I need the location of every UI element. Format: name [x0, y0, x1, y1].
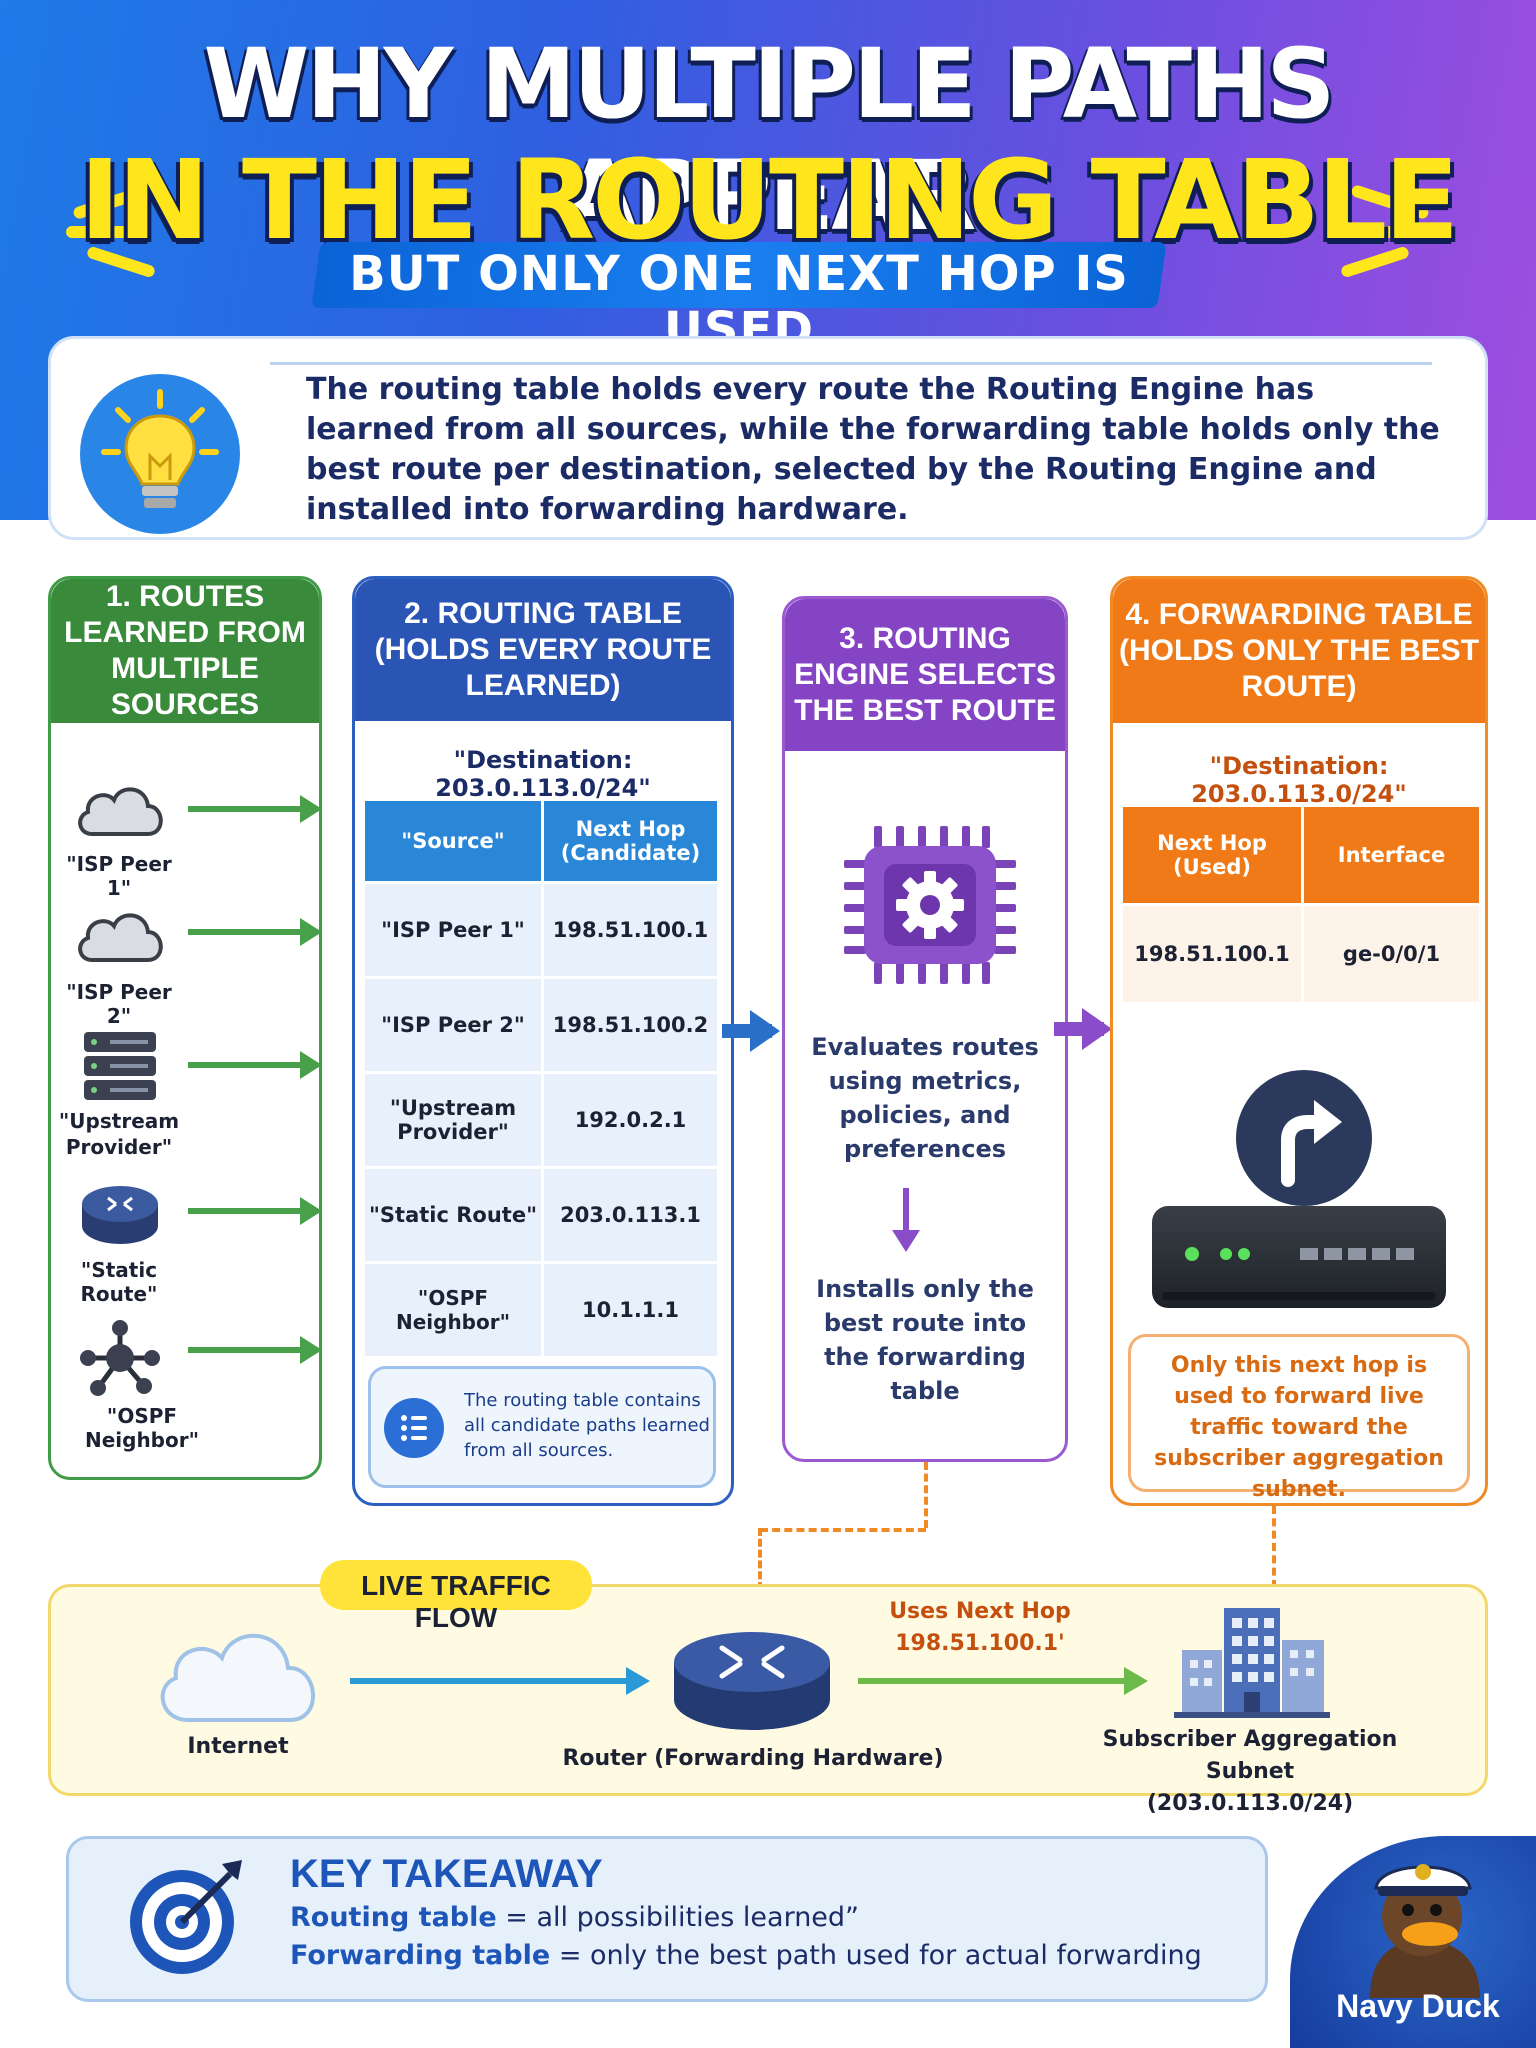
spark-decoration [66, 226, 150, 238]
traffic-arrow-head [626, 1667, 650, 1695]
takeaway-line1-term: Routing table [290, 1902, 497, 1933]
table-cell: "ISP Peer 1" [365, 884, 541, 976]
cloud-icon [78, 913, 163, 962]
table-cell: 198.51.100.1 [544, 884, 717, 976]
routing-destination: "Destination: 203.0.113.0/24" [435, 746, 651, 802]
duck-mascot-icon [1370, 1864, 1480, 1998]
forwarding-hardware-icon [1152, 1206, 1446, 1308]
intro-divider [270, 362, 1432, 365]
takeaway-line2-rest: = only the best path used for actual for… [550, 1940, 1202, 1971]
intro-text: The routing table holds every route the … [306, 372, 1440, 527]
source-arrow [188, 795, 322, 823]
source-arrow [188, 1336, 322, 1364]
source-arrow [188, 1197, 322, 1225]
takeaway-line1: Routing table = all possibilities learne… [290, 1902, 859, 1933]
table-row: "ISP Peer 1" 198.51.100.1 [365, 884, 717, 976]
target-icon [130, 1860, 242, 1974]
sources-column-title: 1. ROUTES LEARNED FROM MULTIPLE SOURCES [51, 579, 319, 723]
takeaway-line2-term: Forwarding table [290, 1940, 551, 1971]
next-hop-label-line1: Uses Next Hop [889, 1599, 1071, 1624]
traffic-arrow [858, 1678, 1128, 1684]
table-cell: 198.51.100.1 [1123, 906, 1301, 1002]
routing-table-title: 2. ROUTING TABLE (HOLDS EVERY ROUTE LEAR… [355, 579, 731, 721]
next-hop-label-line2: 198.51.100.1' [895, 1631, 1065, 1656]
table-row: 198.51.100.1 ge-0/0/1 [1123, 906, 1479, 1002]
turn-right-icon [1236, 1070, 1372, 1206]
table-row: "Static Route" 203.0.113.1 [365, 1169, 717, 1261]
forwarding-table-header: Interface [1304, 807, 1479, 903]
source-label: "ISP Peer 2" [66, 980, 172, 1028]
table-cell: 192.0.2.1 [544, 1074, 717, 1166]
page-title-line1: WHY MULTIPLE PATHS APPEAR [203, 28, 1335, 252]
routing-table: "Source" Next Hop (Candidate) "ISP Peer … [362, 798, 720, 1359]
table-row: "Upstream Provider" 192.0.2.1 [365, 1074, 717, 1166]
forwarding-table-header: Next Hop (Used) [1123, 807, 1301, 903]
intro-card [48, 336, 1488, 540]
traffic-flow-badge-label: LIVE TRAFFIC FLOW [361, 1570, 551, 1633]
next-hop-label: Uses Next Hop 198.51.100.1' [880, 1596, 1080, 1660]
spark-decoration [1352, 226, 1436, 238]
traffic-arrow-head [1124, 1667, 1148, 1695]
subnet-label-line1: Subscriber Aggregation [1102, 1727, 1398, 1752]
router-icon [82, 1186, 158, 1244]
router-icon [674, 1632, 830, 1730]
dashed-connector [760, 1528, 926, 1532]
dashed-connector [758, 1528, 762, 1590]
source-label: "Upstream Provider" [58, 1109, 180, 1159]
table-cell: "OSPF Neighbor" [365, 1264, 541, 1356]
down-arrow-head [892, 1230, 920, 1252]
routing-table-header: "Source" [365, 801, 541, 881]
routing-engine-title: 3. ROUTING ENGINE SELECTS THE BEST ROUTE [785, 599, 1065, 751]
table-cell: 10.1.1.1 [544, 1264, 717, 1356]
list-icon [384, 1398, 444, 1458]
source-label: "Static Route" [80, 1258, 158, 1306]
network-icon [80, 1320, 160, 1396]
dashed-connector [1272, 1506, 1276, 1588]
install-text: Installs only the best route into the fo… [816, 1275, 1034, 1405]
table-cell: ge-0/0/1 [1304, 906, 1479, 1002]
table-row: "OSPF Neighbor" 10.1.1.1 [365, 1264, 717, 1356]
building-icon [1174, 1608, 1330, 1718]
forwarding-note-text: Only this next hop is used to forward li… [1154, 1353, 1444, 1502]
table-cell: 198.51.100.2 [544, 979, 717, 1071]
table-cell: "ISP Peer 2" [365, 979, 541, 1071]
internet-cloud-icon [160, 1633, 316, 1722]
takeaway-title: KEY TAKEAWAY [290, 1852, 603, 1896]
forwarding-note [1128, 1334, 1470, 1492]
table-cell: 203.0.113.1 [544, 1169, 717, 1261]
table-cell: "Upstream Provider" [365, 1074, 541, 1166]
routing-table-note-text: The routing table contains all candidate… [464, 1390, 710, 1461]
dashed-connector [924, 1462, 928, 1528]
chip-gear-icon [844, 826, 1016, 984]
evaluate-text: Evaluates routes using metrics, policies… [811, 1033, 1039, 1163]
traffic-flow-badge [320, 1560, 592, 1610]
table-row: "ISP Peer 2" 198.51.100.2 [365, 979, 717, 1071]
source-label: "ISP Peer 1" [66, 852, 172, 900]
subnet-label: Subscriber Aggregation Subnet (203.0.113… [1100, 1724, 1400, 1820]
sources-column: 1. ROUTES LEARNED FROM MULTIPLE SOURCES [48, 576, 322, 1480]
server-icon [84, 1032, 156, 1100]
takeaway-line2: Forwarding table = only the best path us… [290, 1940, 1202, 1971]
lightbulb-icon [80, 374, 240, 534]
internet-label: Internet [187, 1734, 289, 1759]
router-label: Router (Forwarding Hardware) [562, 1746, 944, 1771]
flow-arrow [722, 1010, 780, 1052]
traffic-arrow [350, 1678, 630, 1684]
cloud-icon [78, 787, 163, 836]
brand-name: Navy Duck [1336, 1988, 1500, 2024]
takeaway-line1-rest: = all possibilities learned” [496, 1902, 860, 1933]
flow-arrow [1054, 1008, 1112, 1050]
source-arrow [188, 918, 322, 946]
routing-table-header: Next Hop (Candidate) [544, 801, 717, 881]
source-label: "OSPF Neighbor" [84, 1404, 200, 1452]
subnet-label-line2: Subnet (203.0.113.0/24) [1146, 1759, 1354, 1816]
forwarding-table: Next Hop (Used) Interface 198.51.100.1 g… [1120, 804, 1482, 1005]
source-arrow [188, 1051, 322, 1079]
forwarding-table-title: 4. FORWARDING TABLE (HOLDS ONLY THE BEST… [1113, 579, 1485, 723]
table-cell: "Static Route" [365, 1169, 541, 1261]
down-arrow [903, 1188, 909, 1238]
forwarding-destination: "Destination: 203.0.113.0/24" [1191, 752, 1407, 808]
routing-engine-column: 3. ROUTING ENGINE SELECTS THE BEST ROUTE [782, 596, 1068, 1462]
key-takeaway-panel [66, 1836, 1268, 2002]
